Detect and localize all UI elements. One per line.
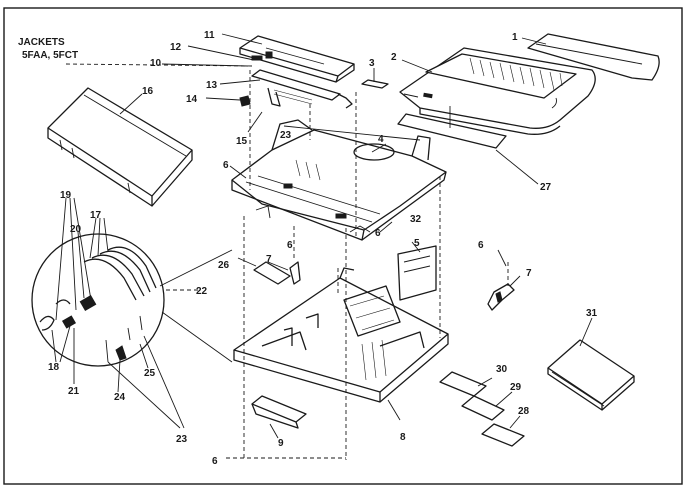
callout-24: 24 bbox=[114, 392, 126, 403]
callout-10: 10 bbox=[150, 58, 162, 69]
callout-17: 17 bbox=[90, 210, 102, 221]
part-31-manual bbox=[547, 339, 635, 411]
part-4-carriage-frame bbox=[231, 119, 447, 241]
part-8-base bbox=[233, 267, 449, 403]
callout-23b: 23 bbox=[176, 434, 188, 445]
callout-11: 11 bbox=[204, 30, 215, 41]
part-7-latch-left bbox=[289, 261, 301, 285]
part-14-clip bbox=[239, 95, 251, 107]
callout-20: 20 bbox=[70, 224, 82, 235]
heading-line-1: JACKETS bbox=[18, 37, 65, 48]
callout-32: 32 bbox=[410, 214, 422, 225]
callout-29: 29 bbox=[510, 382, 522, 393]
callout-8: 8 bbox=[400, 432, 406, 443]
callout-6b: 6 bbox=[287, 240, 293, 251]
callout-14: 14 bbox=[186, 94, 198, 105]
callout-21: 21 bbox=[68, 386, 80, 397]
callout-31: 31 bbox=[586, 308, 598, 319]
callout-22: 22 bbox=[196, 286, 208, 297]
callout-28: 28 bbox=[518, 406, 530, 417]
callout-18: 18 bbox=[48, 362, 60, 373]
heading-line-2: 5FAA, 5FCT bbox=[22, 50, 78, 61]
callout-15: 15 bbox=[236, 136, 248, 147]
callout-30: 30 bbox=[496, 364, 508, 375]
callout-23a: 23 bbox=[280, 130, 292, 141]
callout-26: 26 bbox=[218, 260, 230, 271]
callout-19: 19 bbox=[60, 190, 72, 201]
callout-1: 1 bbox=[512, 32, 518, 43]
callout-13: 13 bbox=[206, 80, 218, 91]
callout-4: 4 bbox=[378, 134, 384, 145]
callout-16: 16 bbox=[142, 86, 154, 97]
part-28-plate bbox=[481, 423, 525, 447]
callout-6a: 6 bbox=[223, 160, 229, 171]
callout-27: 27 bbox=[540, 182, 552, 193]
callout-6c: 6 bbox=[375, 228, 381, 239]
part-7-latch-right bbox=[487, 283, 515, 311]
callout-3: 3 bbox=[369, 58, 375, 69]
part-2-top-cover bbox=[399, 47, 596, 135]
diagram-border bbox=[3, 7, 683, 485]
callout-25: 25 bbox=[144, 368, 156, 379]
callout-labels: 1 2 3 4 5 6 6 6 6 6 7 7 8 9 10 11 12 13 … bbox=[48, 30, 598, 467]
callout-5: 5 bbox=[414, 238, 420, 249]
part-9-tray bbox=[251, 395, 307, 429]
part-16-side-cover bbox=[47, 87, 193, 207]
part-30-plate bbox=[439, 371, 487, 397]
part-1-lid bbox=[527, 33, 660, 81]
part-29-plate bbox=[461, 395, 505, 421]
callout-2: 2 bbox=[391, 52, 397, 63]
callout-7b: 7 bbox=[526, 268, 532, 279]
callout-9: 9 bbox=[278, 438, 284, 449]
part-3-tab bbox=[361, 79, 389, 89]
part-11-bracket bbox=[239, 35, 355, 83]
callout-6d: 6 bbox=[478, 240, 484, 251]
part-27-strip bbox=[397, 113, 507, 149]
callout-7a: 7 bbox=[266, 254, 272, 265]
part-13-arm bbox=[251, 69, 353, 109]
callout-6e: 6 bbox=[212, 456, 218, 467]
inset-detail bbox=[31, 233, 233, 367]
part-26-plate bbox=[253, 261, 291, 285]
part-5-side-plate bbox=[397, 245, 437, 301]
leader-lines bbox=[51, 33, 593, 439]
callout-12: 12 bbox=[170, 42, 182, 53]
